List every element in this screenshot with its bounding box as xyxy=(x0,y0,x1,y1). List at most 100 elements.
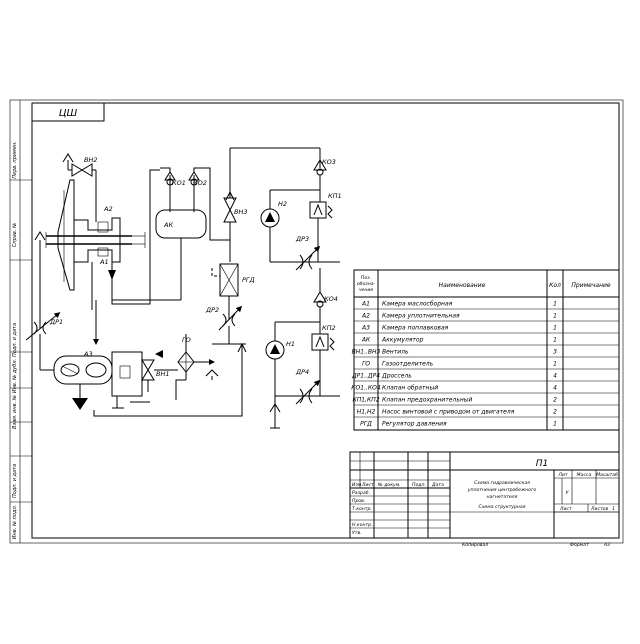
label-go: ГО xyxy=(182,336,191,344)
side-stamp-label: Инв. № подл. xyxy=(12,505,18,540)
doc-code: П1 xyxy=(536,459,549,469)
table-cell-name: Газоотделитель xyxy=(382,361,434,368)
label-vn2: ВН2 xyxy=(84,156,97,164)
table-cell-pos: Н1,Н2 xyxy=(357,409,376,416)
label-ko4: КО4 xyxy=(324,295,338,303)
sheet-label: Лист xyxy=(559,506,572,512)
throttle-dr1 xyxy=(25,312,61,356)
label-kp1: КП1 xyxy=(328,192,342,200)
table-cell-qty: 1 xyxy=(553,301,557,308)
table-cell-name: Камера поплавковая xyxy=(382,325,449,332)
table-cell-name: Регулятор давления xyxy=(382,421,447,428)
table-cell-qty: 4 xyxy=(553,373,557,380)
side-stamp: Перв. примен. Справ. № Подп. и дата Инв.… xyxy=(10,100,32,543)
table-cell-name: Насос винтовой с приводом от двигателя xyxy=(382,409,515,416)
label-rgd: РГД xyxy=(242,276,255,284)
parts-table: Поз. обозна- чение Наименование Кол Прим… xyxy=(351,269,620,431)
table-cell-pos: А2 xyxy=(361,313,370,320)
drawing-title: нагнетателя xyxy=(487,495,518,500)
label-dr1: ДР1 xyxy=(49,318,63,326)
throttle-dr4 xyxy=(275,379,340,405)
throttle-dr3 xyxy=(270,245,340,271)
col-doc: № докум. xyxy=(377,482,401,488)
pressure-regulator-rgd xyxy=(211,263,239,320)
col-izm: Изм xyxy=(352,482,362,488)
table-cell-name: Дроссель xyxy=(381,373,412,380)
side-stamp-label: Взам. инв. № xyxy=(12,395,18,429)
table-cell-pos: ВН1..ВН3 xyxy=(352,349,381,356)
table-header-pos: обозна- xyxy=(357,281,376,287)
label-ko1: КО1 xyxy=(172,179,186,187)
side-stamp-label: Инв. № дубл. xyxy=(12,359,18,393)
label-ak: АК xyxy=(163,221,173,229)
valve-vn1 xyxy=(141,359,178,392)
drawing-subtitle: Схема структурная xyxy=(479,504,526,510)
label-vn1: ВН1 xyxy=(156,370,169,378)
drawing-title: уплотнения центробежного xyxy=(467,487,537,493)
table-cell-name: Клапан обратный xyxy=(382,385,438,392)
table-cell-qty: 2 xyxy=(553,409,557,416)
safety-valve-kp1 xyxy=(309,201,333,262)
role-utv: Утв. xyxy=(352,530,362,536)
table-cell-pos: КО1..КО4 xyxy=(351,385,381,392)
label-kp2: КП2 xyxy=(322,324,336,332)
title-block: П1 Схема гидравлическая уплотнения центр… xyxy=(349,451,620,539)
side-stamp-label: Справ. № xyxy=(12,223,18,247)
table-cell-qty: 2 xyxy=(553,397,557,404)
table-cell-pos: А3 xyxy=(361,325,370,332)
table-cell-pos: РГД xyxy=(360,421,372,428)
seal-chamber-a2 xyxy=(73,217,121,263)
role-tkontr: Т.контр. xyxy=(352,506,372,512)
table-header-pos: чение xyxy=(359,288,374,293)
role-nkontr: Н.контр. xyxy=(352,522,373,528)
gas-separator-go xyxy=(155,334,215,380)
label-dr4: ДР4 xyxy=(295,368,309,376)
table-cell-name: Аккумулятор xyxy=(381,337,424,344)
sheets-label: Листов xyxy=(590,506,608,512)
table-cell-qty: 3 xyxy=(553,349,557,356)
sheets-value: 1 xyxy=(612,506,615,512)
check-valve-ko4 xyxy=(313,291,327,322)
valve-vn2 xyxy=(62,153,97,222)
lit-label: Лит xyxy=(557,472,567,478)
side-stamp-label: Подп. и дата xyxy=(12,323,18,357)
table-cell-qty: 1 xyxy=(553,361,557,368)
copied-label: Копировал xyxy=(462,542,488,548)
seal-assembly xyxy=(45,179,146,291)
hydraulic-schematic: ВН2 А2 А1 КО1 КО2 АК xyxy=(25,147,342,429)
label-a3: А3 xyxy=(83,350,93,358)
table-header-pos: Поз. xyxy=(361,275,371,281)
label-vn3: ВН3 xyxy=(234,208,247,216)
table-cell-name: Клапан предохранительный xyxy=(382,397,473,404)
col-sign: Подп. xyxy=(412,482,426,488)
table-header-note: Примечание xyxy=(571,282,610,289)
table-cell-pos: КП1,КП2 xyxy=(352,397,379,404)
valve-vn3 xyxy=(223,148,237,262)
role-razrab: Разраб. xyxy=(352,490,370,496)
table-cell-pos: А1 xyxy=(361,301,370,308)
table-cell-qty: 1 xyxy=(553,325,557,332)
format-value: А3 xyxy=(603,542,610,548)
check-valve-ko2 xyxy=(188,167,230,241)
check-valve-ko1 xyxy=(160,167,176,212)
table-cell-pos: ГО xyxy=(362,361,370,368)
label-ko3: КО3 xyxy=(322,158,336,166)
mass-label: Масса xyxy=(577,472,592,478)
safety-valve-kp2 xyxy=(311,333,335,396)
label-ko2: КО2 xyxy=(193,179,207,187)
format-label: Формат xyxy=(570,542,589,548)
table-cell-qty: 1 xyxy=(553,337,557,344)
check-valve-ko3 xyxy=(313,148,327,190)
col-list: Лист xyxy=(361,482,374,488)
scale-label: Масштаб xyxy=(596,472,618,478)
table-cell-name: Камера маслосборная xyxy=(382,301,453,308)
sheet-code-box xyxy=(31,102,105,122)
label-dr2: ДР2 xyxy=(205,306,219,314)
table-cell-pos: ДР1..ДР4 xyxy=(351,373,380,380)
table-cell-qty: 4 xyxy=(553,385,557,392)
side-stamp-label: Подп. и дата xyxy=(12,464,18,498)
table-cell-name: Камера уплотнительная xyxy=(382,313,460,320)
label-h2: Н2 xyxy=(278,200,287,208)
